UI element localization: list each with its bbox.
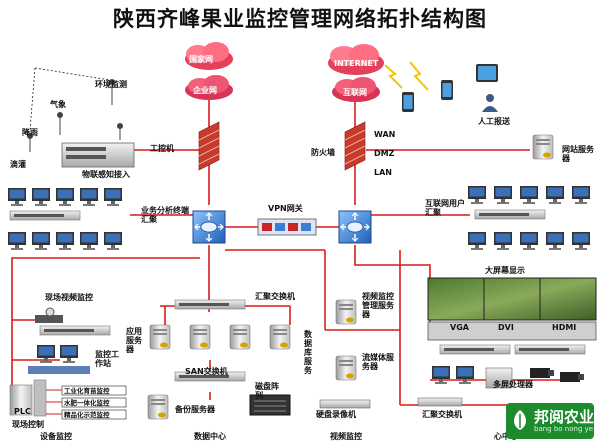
multi-proc-label: 多屏处理器 xyxy=(493,380,533,389)
page-title: 陕西齐峰果业监控管理网络拓扑结构图 xyxy=(113,6,487,31)
rain-label: 降雨 xyxy=(22,128,38,137)
plc-row-1: 工业化育苗监控 xyxy=(64,387,110,395)
watermark-badge: 邦阅农业 bang bo nong ye xyxy=(506,403,594,439)
lan-label: LAN xyxy=(374,168,392,177)
dvi-label: DVI xyxy=(498,323,514,332)
cloud-internet2 xyxy=(332,77,380,102)
video-mgmt-label: 视频监控管理服务器 xyxy=(362,292,394,319)
plc-row-3: 精品化示范监控 xyxy=(64,411,110,419)
mobile-devices xyxy=(384,61,498,112)
cloud-national-label: 国家网 xyxy=(189,55,213,64)
device-monitor-label: 设备监控 xyxy=(40,432,72,441)
data-center xyxy=(147,299,291,420)
iot-access-rack xyxy=(61,142,135,168)
firewall-left xyxy=(198,121,220,171)
agg-switch2-label: 汇聚交换机 xyxy=(422,410,462,419)
badge-subtext: bang bo nong ye xyxy=(534,425,594,433)
inet-terminals xyxy=(468,186,590,250)
irrigation-label: 滴灌 xyxy=(10,160,26,169)
nvr-label: 硬盘录像机 xyxy=(316,410,356,419)
vga-label: VGA xyxy=(450,323,469,332)
cloud-enterprise-label: 企业网 xyxy=(193,86,217,95)
disk-array-label: 磁盘阵列 xyxy=(255,382,279,400)
iot-access-label: 物联感知接入 xyxy=(82,170,130,179)
san-label: SAN交换机 xyxy=(185,367,228,376)
web-server-label: 网站服务器 xyxy=(562,145,594,163)
cloud-internet xyxy=(328,44,384,75)
hdmi-label: HDMI xyxy=(552,323,577,332)
core-switch-right xyxy=(338,210,372,244)
ipc-label: 工控机 xyxy=(150,144,174,153)
biz-terminals xyxy=(8,188,122,250)
cloud-internet-label: INTERNET xyxy=(334,59,379,68)
stream-server-label: 流媒体服务器 xyxy=(362,353,394,371)
db-server-label: 数据库服务 xyxy=(304,330,312,375)
env-sensors xyxy=(27,67,123,152)
video-monitor-label: 视频监控 xyxy=(330,432,362,441)
site-monitor-label: 现场视频监控 xyxy=(45,293,93,302)
display-chain xyxy=(417,344,586,407)
wan-label: WAN xyxy=(374,130,396,139)
plc-row-2: 水肥一体化监控 xyxy=(64,399,110,407)
manual-report-label: 人工报送 xyxy=(478,117,510,126)
cloud-internet2-label: 互联网 xyxy=(343,88,367,97)
web-server xyxy=(532,134,554,160)
vpn-label: VPN网关 xyxy=(268,204,303,213)
app-server-label: 应用服务器 xyxy=(126,327,142,354)
dmz-label: DMZ xyxy=(374,149,395,158)
firewall-label: 防火墙 xyxy=(311,148,335,157)
leaf-icon xyxy=(514,410,526,430)
backup-label: 备份服务器 xyxy=(175,405,215,414)
badge-text: 邦阅农业 xyxy=(534,408,595,426)
data-center-label: 数据中心 xyxy=(194,432,226,441)
weather-label: 气象 xyxy=(50,100,66,109)
plc-label: PLC xyxy=(14,407,31,416)
biz-switch-label: 业务分析终端汇聚 xyxy=(141,206,189,224)
vpn-gateway xyxy=(257,218,317,236)
cloud-enterprise xyxy=(185,75,233,100)
firewall-right xyxy=(344,121,366,171)
site-video xyxy=(9,307,127,420)
cloud-national xyxy=(185,42,233,70)
inet-switch-label: 互联网用户汇聚 xyxy=(425,199,465,217)
big-screen-label: 大屏幕显示 xyxy=(485,266,525,275)
video-servers xyxy=(319,299,371,409)
field-control-label: 现场控制 xyxy=(12,420,44,429)
core-switch-left xyxy=(192,210,226,244)
env-monitor-label: 环境监测 xyxy=(95,80,127,89)
video-wall xyxy=(427,277,597,341)
control-station-label: 监控工作站 xyxy=(95,350,119,368)
agg-switch-label: 汇聚交换机 xyxy=(255,292,295,301)
